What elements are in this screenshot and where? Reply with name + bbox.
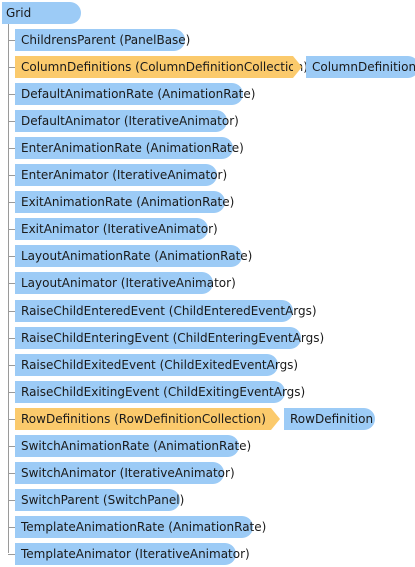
tree-connector-branch [8, 338, 15, 339]
tree-connector-branch [8, 311, 15, 312]
member-node[interactable]: TemplateAnimationRate (AnimationRate) [15, 516, 266, 538]
member-node[interactable]: ChildrensParent (PanelBase) [15, 29, 190, 51]
tree-connector-branch [8, 67, 15, 68]
tree-connector-branch [8, 527, 15, 528]
tree-connector-branch [8, 500, 15, 501]
member-node[interactable]: RaiseChildExitedEvent (ChildExitedEventA… [15, 354, 298, 376]
tree-connector-branch [8, 446, 15, 447]
member-node[interactable]: SwitchAnimator (IterativeAnimator) [15, 462, 235, 484]
member-node[interactable]: RaiseChildEnteringEvent (ChildEnteringEv… [15, 327, 324, 349]
member-node[interactable]: LayoutAnimator (IterativeAnimator) [15, 272, 236, 294]
member-node[interactable]: DefaultAnimator (IterativeAnimator) [15, 110, 239, 132]
member-node[interactable]: SwitchParent (SwitchPanel) [15, 489, 184, 511]
tree-connector-branch [8, 365, 15, 366]
member-node[interactable]: ExitAnimationRate (AnimationRate) [15, 191, 234, 213]
tree-connector-branch [8, 554, 15, 555]
tree-connector-branch [8, 40, 15, 41]
member-node[interactable]: RowDefinitions (RowDefinitionCollection) [15, 408, 271, 430]
tree-connector-vertical [8, 24, 9, 553]
member-node[interactable]: EnterAnimationRate (AnimationRate) [15, 137, 244, 159]
member-node[interactable]: RaiseChildEnteredEvent (ChildEnteredEven… [15, 300, 317, 322]
member-node[interactable]: ColumnDefinitions (ColumnDefinitionColle… [15, 56, 308, 78]
tree-connector-branch [8, 202, 15, 203]
root-node-grid[interactable]: Grid [2, 2, 81, 24]
member-node[interactable]: RaiseChildExitingEvent (ChildExitingEven… [15, 381, 305, 403]
tree-connector-branch [8, 283, 15, 284]
tree-connector-branch [8, 229, 15, 230]
tree-connector-branch [8, 175, 15, 176]
member-node[interactable]: ExitAnimator (IterativeAnimator) [15, 218, 218, 240]
member-node[interactable]: TemplateAnimator (IterativeAnimator) [15, 543, 250, 565]
tree-connector-branch [8, 473, 15, 474]
tree-connector-branch [8, 392, 15, 393]
tree-connector-branch [8, 256, 15, 257]
arrow-icon [293, 56, 302, 78]
member-node[interactable]: EnterAnimator (IterativeAnimator) [15, 164, 227, 186]
member-node[interactable]: LayoutAnimationRate (AnimationRate) [15, 245, 252, 267]
tree-connector-branch [8, 94, 15, 95]
tree-connector-branch [8, 121, 15, 122]
target-type-node[interactable]: ColumnDefinition [306, 56, 415, 78]
tree-connector-branch [8, 148, 15, 149]
member-node[interactable]: DefaultAnimationRate (AnimationRate) [15, 83, 255, 105]
tree-connector-branch [8, 419, 15, 420]
arrow-icon [271, 408, 280, 430]
member-node[interactable]: SwitchAnimationRate (AnimationRate) [15, 435, 251, 457]
target-type-node[interactable]: RowDefinition [284, 408, 375, 430]
